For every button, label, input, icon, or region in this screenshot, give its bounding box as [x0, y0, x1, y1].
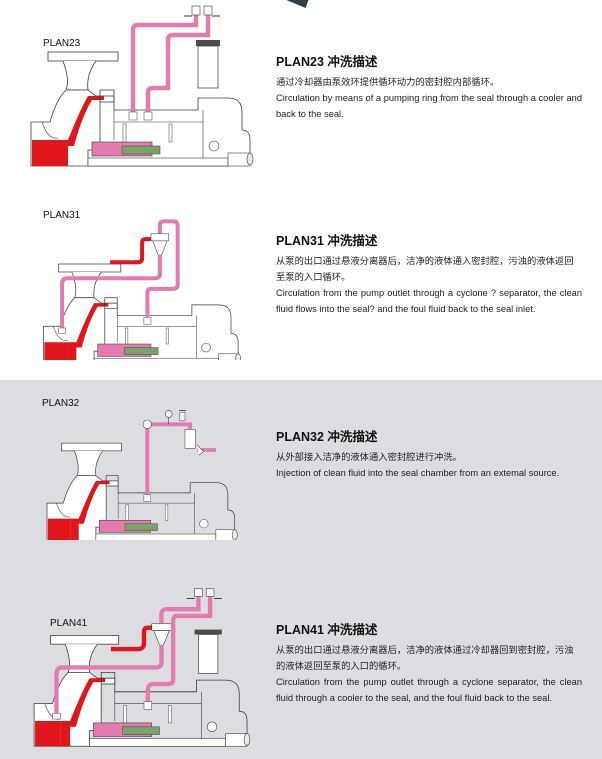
plan-title: PLAN23 冲洗描述	[276, 55, 378, 69]
diagram-label: PLAN23	[43, 38, 81, 49]
plan-title: PLAN32 冲洗描述	[276, 430, 378, 444]
plan-description-en: Circulation by means of a pumping ring f…	[276, 93, 582, 119]
plan-title: PLAN41 冲洗描述	[276, 623, 378, 637]
plan-description-cn: 从泵的出口通过悬液分离器后，洁净的液体通过冷却器回到密封腔，污浊的液体返回至泵的…	[276, 645, 574, 671]
plan41-diagram: PLAN41	[28, 580, 258, 755]
diagram-label: PLAN41	[50, 618, 88, 629]
plan32-schematic	[46, 410, 238, 540]
plan32-section: PLAN32 PLAN32 冲洗描述 从外部接入洁净的液体通入密封腔进行冲洗。 …	[0, 385, 602, 575]
diagram-label: PLAN31	[43, 210, 81, 221]
plan32-description: PLAN32 冲洗描述 从外部接入洁净的液体通入密封腔进行冲洗。 Injecti…	[276, 429, 582, 481]
plan41-section: PLAN41 PLAN41 冲洗描述 从泵的出口通过悬液分	[0, 580, 602, 759]
plan-description-cn: 从外部接入洁净的液体通入密封腔进行冲洗。	[276, 452, 462, 462]
plan-description-en: Injection of clean fluid into the seal c…	[276, 468, 560, 478]
plan31-description: PLAN31 冲洗描述 从泵的出口通过悬液分离器后，洁净的液体通入密封腔，污浊的…	[276, 233, 582, 317]
plan41-description: PLAN41 冲洗描述 从泵的出口通过悬液分离器后，洁净的液体通过冷却器回到密封…	[276, 622, 582, 706]
plan-description-en: Circulation from the pump outlet through…	[276, 288, 582, 314]
plan23-description: PLAN23 冲洗描述 通过冷却器由泵效环提供循环动力的密封腔内部循环。 Cir…	[276, 54, 582, 122]
plan31-diagram: PLAN31	[28, 200, 258, 360]
plan-description-en: Circulation from the pump outlet through…	[276, 677, 582, 703]
plan23-diagram: PLAN23	[28, 0, 258, 180]
plan23-section: PLAN23 PLAN23 冲洗描述 通过冷却器由泵效环提供循环动力的密封腔内部…	[0, 0, 602, 190]
plan-description-cn: 通过冷却器由泵效环提供循环动力的密封腔内部循环。	[276, 77, 500, 87]
plan23-schematic	[30, 5, 254, 167]
diagram-label: PLAN32	[42, 398, 80, 409]
plan32-diagram: PLAN32	[28, 390, 258, 540]
plan31-section: PLAN31 PLAN31 冲洗描述 从泵的出口通过悬液分离器后，洁净的液体通入…	[0, 195, 602, 380]
plan31-schematic	[42, 219, 242, 360]
plan-description-cn: 从泵的出口通过悬液分离器后，洁净的液体通入密封腔，污浊的液体返回至泵的入口循环。	[276, 256, 574, 282]
plan-title: PLAN31 冲洗描述	[276, 234, 378, 248]
plan41-schematic	[33, 588, 251, 747]
